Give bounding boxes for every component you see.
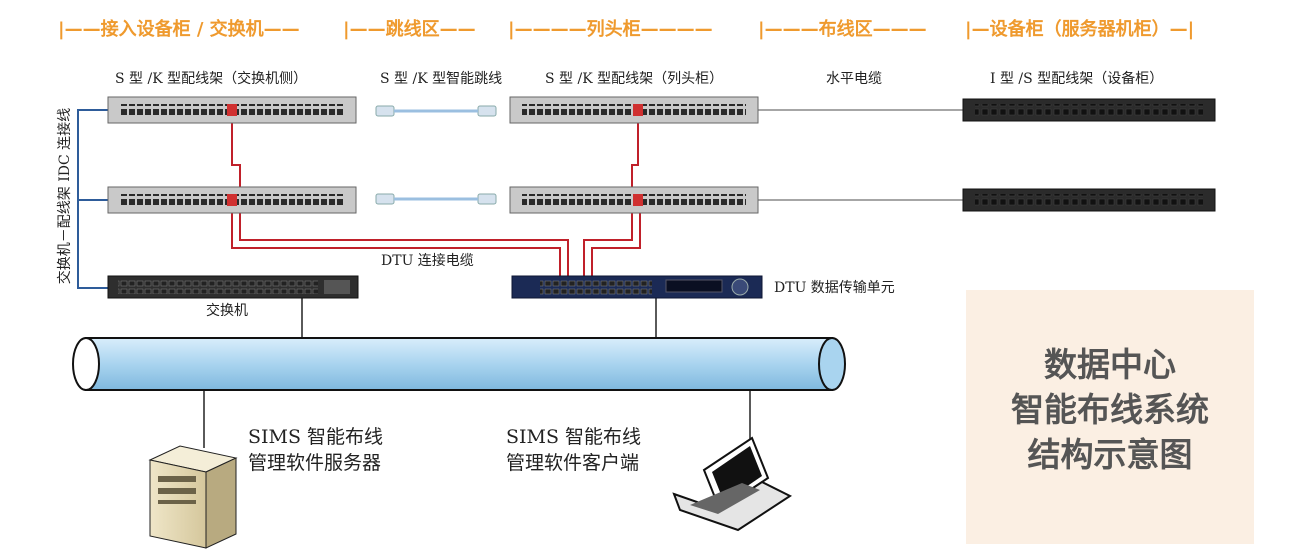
zone-column-head: |————列头柜———— [508, 19, 713, 40]
zone-cabling: |———布线区——— [758, 19, 927, 40]
patch-panel-switch-side-1 [107, 96, 357, 124]
idc-link-line [77, 109, 108, 289]
patch-panel-column-head-1 [509, 96, 759, 124]
label-client-line2: 管理软件客户端 [506, 452, 640, 474]
network-bus [72, 337, 846, 391]
title-line-1: 数据中心 [1044, 345, 1176, 384]
patch-panel-switch-side-2 [107, 186, 357, 214]
label-switch: 交换机 [206, 303, 248, 319]
label-patch-equipment: I 型 /S 型配线架（设备柜） [990, 71, 1164, 87]
dtu-unit-device [511, 275, 763, 299]
switch-device [107, 275, 359, 299]
patch-panel-column-head-2 [509, 186, 759, 214]
title-box: 数据中心 智能布线系统 结构示意图 [966, 290, 1254, 544]
label-dtu-unit: DTU 数据传输单元 [774, 280, 895, 296]
horizontal-cable-lines [756, 109, 963, 201]
zone-equipment: |—设备柜（服务器机柜）—| [965, 19, 1195, 40]
zone-patch: |——跳线区—— [343, 19, 476, 40]
label-patch-switch-side: S 型 /K 型配线架（交换机侧） [115, 71, 308, 87]
bus-drop-lines [203, 298, 751, 448]
dtu-cable-lines [231, 115, 641, 278]
label-client-line1: SIMS 智能布线 [506, 426, 642, 448]
label-server-line2: 管理软件服务器 [248, 452, 382, 474]
label-horizontal-cable: 水平电缆 [826, 71, 882, 87]
smart-patch-cord-2 [375, 193, 497, 205]
title-line-2: 智能布线系统 [1011, 390, 1209, 429]
label-server-line1: SIMS 智能布线 [248, 426, 384, 448]
patch-panel-equipment-2 [962, 188, 1216, 212]
smart-patch-cord-1 [375, 105, 497, 117]
laptop-icon [672, 436, 793, 532]
label-vertical-idc-link: 交换机－配线架 IDC 连接线 [57, 107, 73, 285]
label-dtu-cable: DTU 连接电缆 [381, 253, 474, 269]
label-smart-patch-cord: S 型 /K 型智能跳线 [380, 71, 503, 87]
label-patch-column-head: S 型 /K 型配线架（列头柜） [545, 71, 724, 87]
server-icon [148, 445, 238, 549]
zone-access-switch: |——接入设备柜 / 交换机—— [58, 19, 300, 40]
patch-panel-equipment-1 [962, 98, 1216, 122]
title-line-3: 结构示意图 [1027, 435, 1193, 474]
